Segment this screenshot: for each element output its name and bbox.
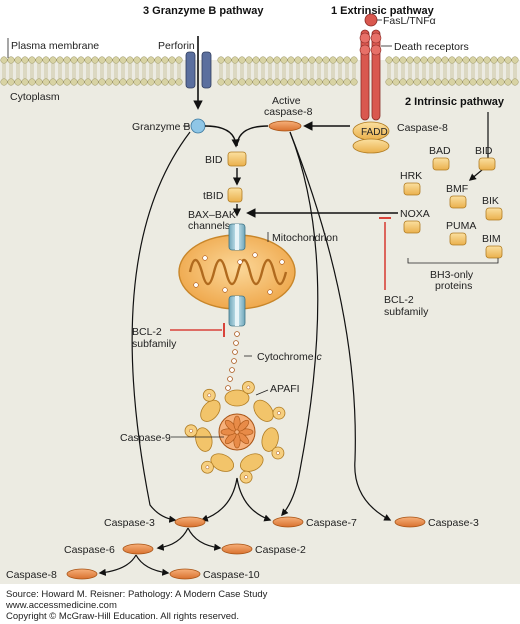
caspase2 <box>221 543 253 555</box>
bh3-protein-label: PUMA <box>446 220 476 232</box>
fadd-label: FADD <box>361 127 388 138</box>
caspase3-right-label: Caspase-3 <box>428 517 479 529</box>
source-line-3: Copyright © McGraw-Hill Education. All r… <box>6 611 239 622</box>
bh3-protein-label: NOXA <box>400 208 430 220</box>
caspase3-left <box>174 516 206 528</box>
fadd-complex: FADD <box>352 121 390 154</box>
bh3-label-1: BH3-only <box>430 269 474 281</box>
bh3-protein-label: BAD <box>429 145 451 157</box>
bcl2-right-label-2: subfamily <box>384 306 429 318</box>
intrinsic-pathway-title: 2 Intrinsic pathway <box>405 96 505 108</box>
caspase8-bottom <box>66 568 98 580</box>
bh3-protein-label: BIM <box>482 233 501 245</box>
granzyme-b-label: Granzyme B <box>132 121 190 133</box>
bh3-protein-box <box>485 207 503 221</box>
perforin-channel <box>185 51 212 89</box>
cytoplasm-label: Cytoplasm <box>10 91 60 103</box>
mitochondrion-label: Mitochondrion <box>272 232 338 244</box>
extrinsic-pathway-title: 1 Extrinsic pathway <box>331 5 435 17</box>
cytochrome-c-dots <box>225 331 240 391</box>
source-line-2: www.accessmedicine.com <box>5 600 117 611</box>
caspase7-label: Caspase-7 <box>306 517 357 529</box>
bh3-proteins: BAD BID HRK BMF BIK NOXA PUMA BIM <box>400 145 503 259</box>
caspase3-right <box>394 516 426 528</box>
cytochrome-c-label: Cytochrome c <box>257 351 323 363</box>
granzyme-b <box>190 118 206 134</box>
bid-label: BID <box>205 154 223 166</box>
caspase6 <box>122 543 154 555</box>
caspase7 <box>272 516 304 528</box>
bh3-protein-label: BMF <box>446 183 468 195</box>
bh3-protein-box <box>403 220 421 234</box>
death-receptors-label: Death receptors <box>394 41 469 53</box>
bh3-protein-box <box>449 232 467 246</box>
caspase9-label: Caspase-9 <box>120 432 171 444</box>
bcl2-left-label-2: subfamily <box>132 338 177 350</box>
cytoplasm-area <box>0 60 520 584</box>
bax-bak-channel-bottom <box>228 295 246 327</box>
bcl2-left-label-1: BCL-2 <box>132 326 162 338</box>
bh3-protein-label: HRK <box>400 170 422 182</box>
perforin-label: Perforin <box>158 40 195 52</box>
caspase8-membrane-label: Caspase-8 <box>397 122 448 134</box>
bh3-protein-box <box>485 245 503 259</box>
bh3-protein-box <box>449 195 467 209</box>
bax-bak-channel-top <box>228 223 246 251</box>
bh3-protein-box <box>478 157 496 171</box>
caspase10 <box>169 568 201 580</box>
tbid-label: tBID <box>203 190 224 202</box>
apoptosome <box>184 381 286 484</box>
plasma-membrane-label: Plasma membrane <box>11 40 99 52</box>
source-line-1: Source: Howard M. Reisner: Pathology: A … <box>6 589 268 600</box>
active-caspase8-label-2: caspase-8 <box>264 106 313 118</box>
caspase10-label: Caspase-10 <box>203 569 260 581</box>
caspase6-label: Caspase-6 <box>64 544 115 556</box>
caspase2-label: Caspase-2 <box>255 544 306 556</box>
fasl-label: FasL/TNFα <box>383 15 436 27</box>
bax-bak-label-1: BAX–BAK <box>188 209 236 221</box>
bh3-protein-label: BID <box>475 145 493 157</box>
tbid-box <box>227 187 243 203</box>
bh3-label-2: proteins <box>435 280 472 292</box>
active-caspase8 <box>268 120 302 132</box>
fasl-ligand <box>364 13 378 27</box>
plasma-membrane <box>0 56 519 86</box>
caspase3-left-label: Caspase-3 <box>104 517 155 529</box>
bax-bak-label-2: channels <box>188 220 230 232</box>
bh3-protein-box <box>432 157 450 171</box>
granzyme-pathway-title: 3 Granzyme B pathway <box>143 5 264 17</box>
bh3-protein-box <box>403 182 421 196</box>
bid-box <box>227 151 247 167</box>
apafi-label: APAFI <box>270 383 300 395</box>
bh3-protein-label: BIK <box>482 195 499 207</box>
caspase8-bottom-label: Caspase-8 <box>6 569 57 581</box>
death-receptors <box>359 29 382 121</box>
active-caspase8-label-1: Active <box>272 95 301 107</box>
bcl2-right-label-1: BCL-2 <box>384 294 414 306</box>
